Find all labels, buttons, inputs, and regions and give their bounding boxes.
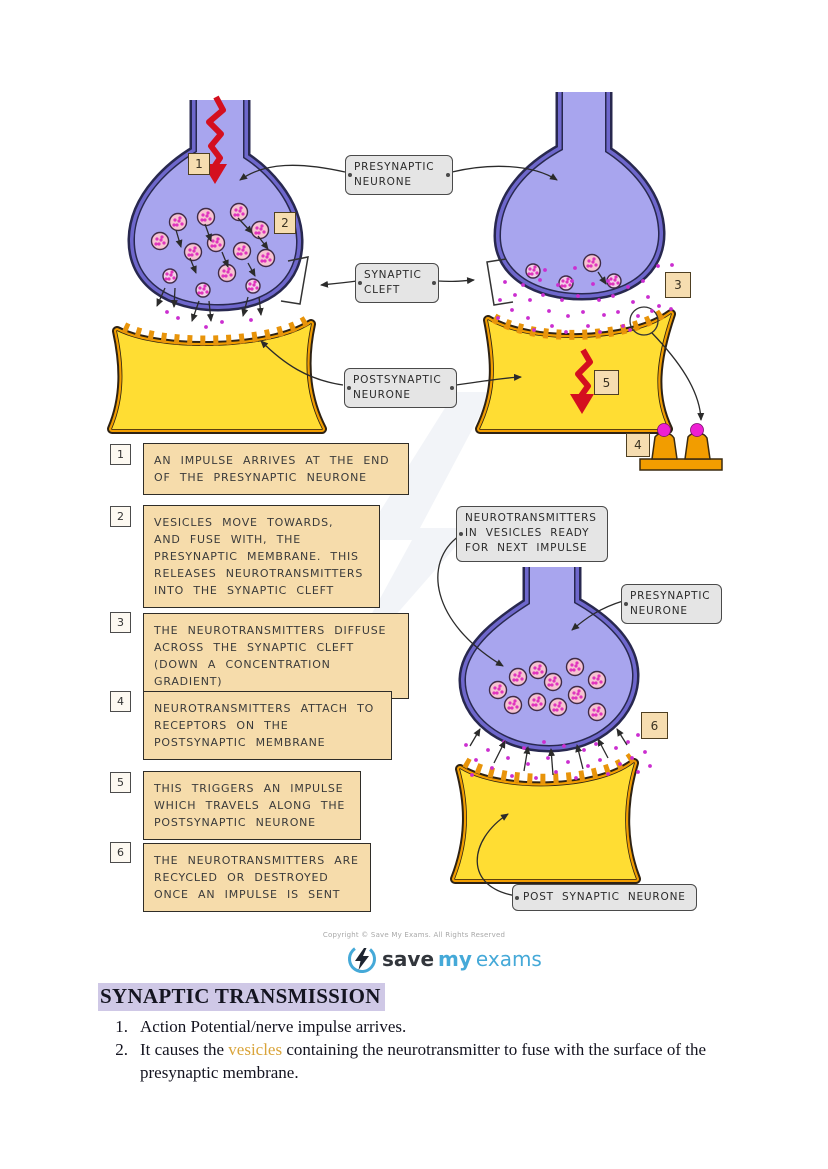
cleft-bracket-left-figure <box>280 256 309 305</box>
diagram-step-marker-2: 2 <box>274 212 296 234</box>
label-presynaptic-neurone-lower: PRESYNAPTIC NEURONE <box>621 584 722 625</box>
step-box-5: THIS TRIGGERS AN IMPULSE WHICH TRAVELS A… <box>143 771 361 841</box>
vesicles <box>150 202 622 722</box>
diagram-step-marker-1: 1 <box>188 153 210 175</box>
step-number-1: 1 <box>110 444 131 465</box>
step-number-3: 3 <box>110 612 131 633</box>
notes-section: SYNAPTIC TRANSMISSION 1. Action Potentia… <box>98 983 738 1085</box>
logo-word-save: save <box>382 947 435 971</box>
notes-heading: SYNAPTIC TRANSMISSION <box>98 983 385 1011</box>
list-item-number: 2. <box>115 1040 128 1060</box>
step-box-2: VESICLES MOVE TOWARDS, AND FUSE WITH, TH… <box>143 505 380 609</box>
logo-word-my: my <box>438 947 472 971</box>
label-post-synaptic-neurone: POST SYNAPTIC NEURONE <box>512 884 697 912</box>
list-item: 1. Action Potential/nerve impulse arrive… <box>98 1016 738 1038</box>
step-number-2: 2 <box>110 506 131 527</box>
receptor-inset <box>639 423 723 471</box>
step-number-4: 4 <box>110 691 131 712</box>
lightning-bolt-icon <box>348 945 376 973</box>
list-item: 2. It causes the vesicles containing the… <box>98 1039 738 1084</box>
watermark-bolt <box>330 392 492 690</box>
movement-arrows <box>156 217 628 776</box>
label-presynaptic-neurone-top: PRESYNAPTIC NEURONE <box>345 155 453 196</box>
copyright-text: Copyright © Save My Exams. All Rights Re… <box>322 931 506 939</box>
label-connectors <box>239 164 705 897</box>
step-box-4: NEUROTRANSMITTERS ATTACH TO RECEPTORS ON… <box>143 691 392 761</box>
step-box-3: THE NEUROTRANSMITTERS DIFFUSE ACROSS THE… <box>143 613 409 700</box>
step-number-5: 5 <box>110 772 131 793</box>
step-box-1: AN IMPULSE ARRIVES AT THE END OF THE PRE… <box>143 443 409 496</box>
label-postsynaptic-neurone-top: POSTSYNAPTIC NEURONE <box>344 368 457 409</box>
label-synaptic-cleft: SYNAPTIC CLEFT <box>355 263 439 304</box>
neurone-shapes <box>107 92 676 884</box>
impulse-arrow-right <box>570 348 594 414</box>
receptor-magnifier-circle <box>629 306 659 336</box>
label-neurotransmitters-ready: NEUROTRANSMITTERS IN VESICLES READY FOR … <box>456 506 608 562</box>
highlighted-word-vesicles: vesicles <box>228 1040 283 1060</box>
step-box-6: THE NEUROTRANSMITTERS ARE RECYCLED OR DE… <box>143 843 371 913</box>
cleft-bracket-right-figure <box>486 258 514 306</box>
diagram-step-marker-4: 4 <box>626 433 650 457</box>
diagram-step-marker-5: 5 <box>594 370 619 395</box>
diagram-step-marker-3: 3 <box>665 272 691 298</box>
diagram-step-marker-6: 6 <box>641 712 668 739</box>
step-number-6: 6 <box>110 842 131 863</box>
postsynaptic-receptor-teeth <box>121 306 670 784</box>
logo-word-exams: exams <box>475 947 542 971</box>
list-item-number: 1. <box>115 1017 128 1036</box>
